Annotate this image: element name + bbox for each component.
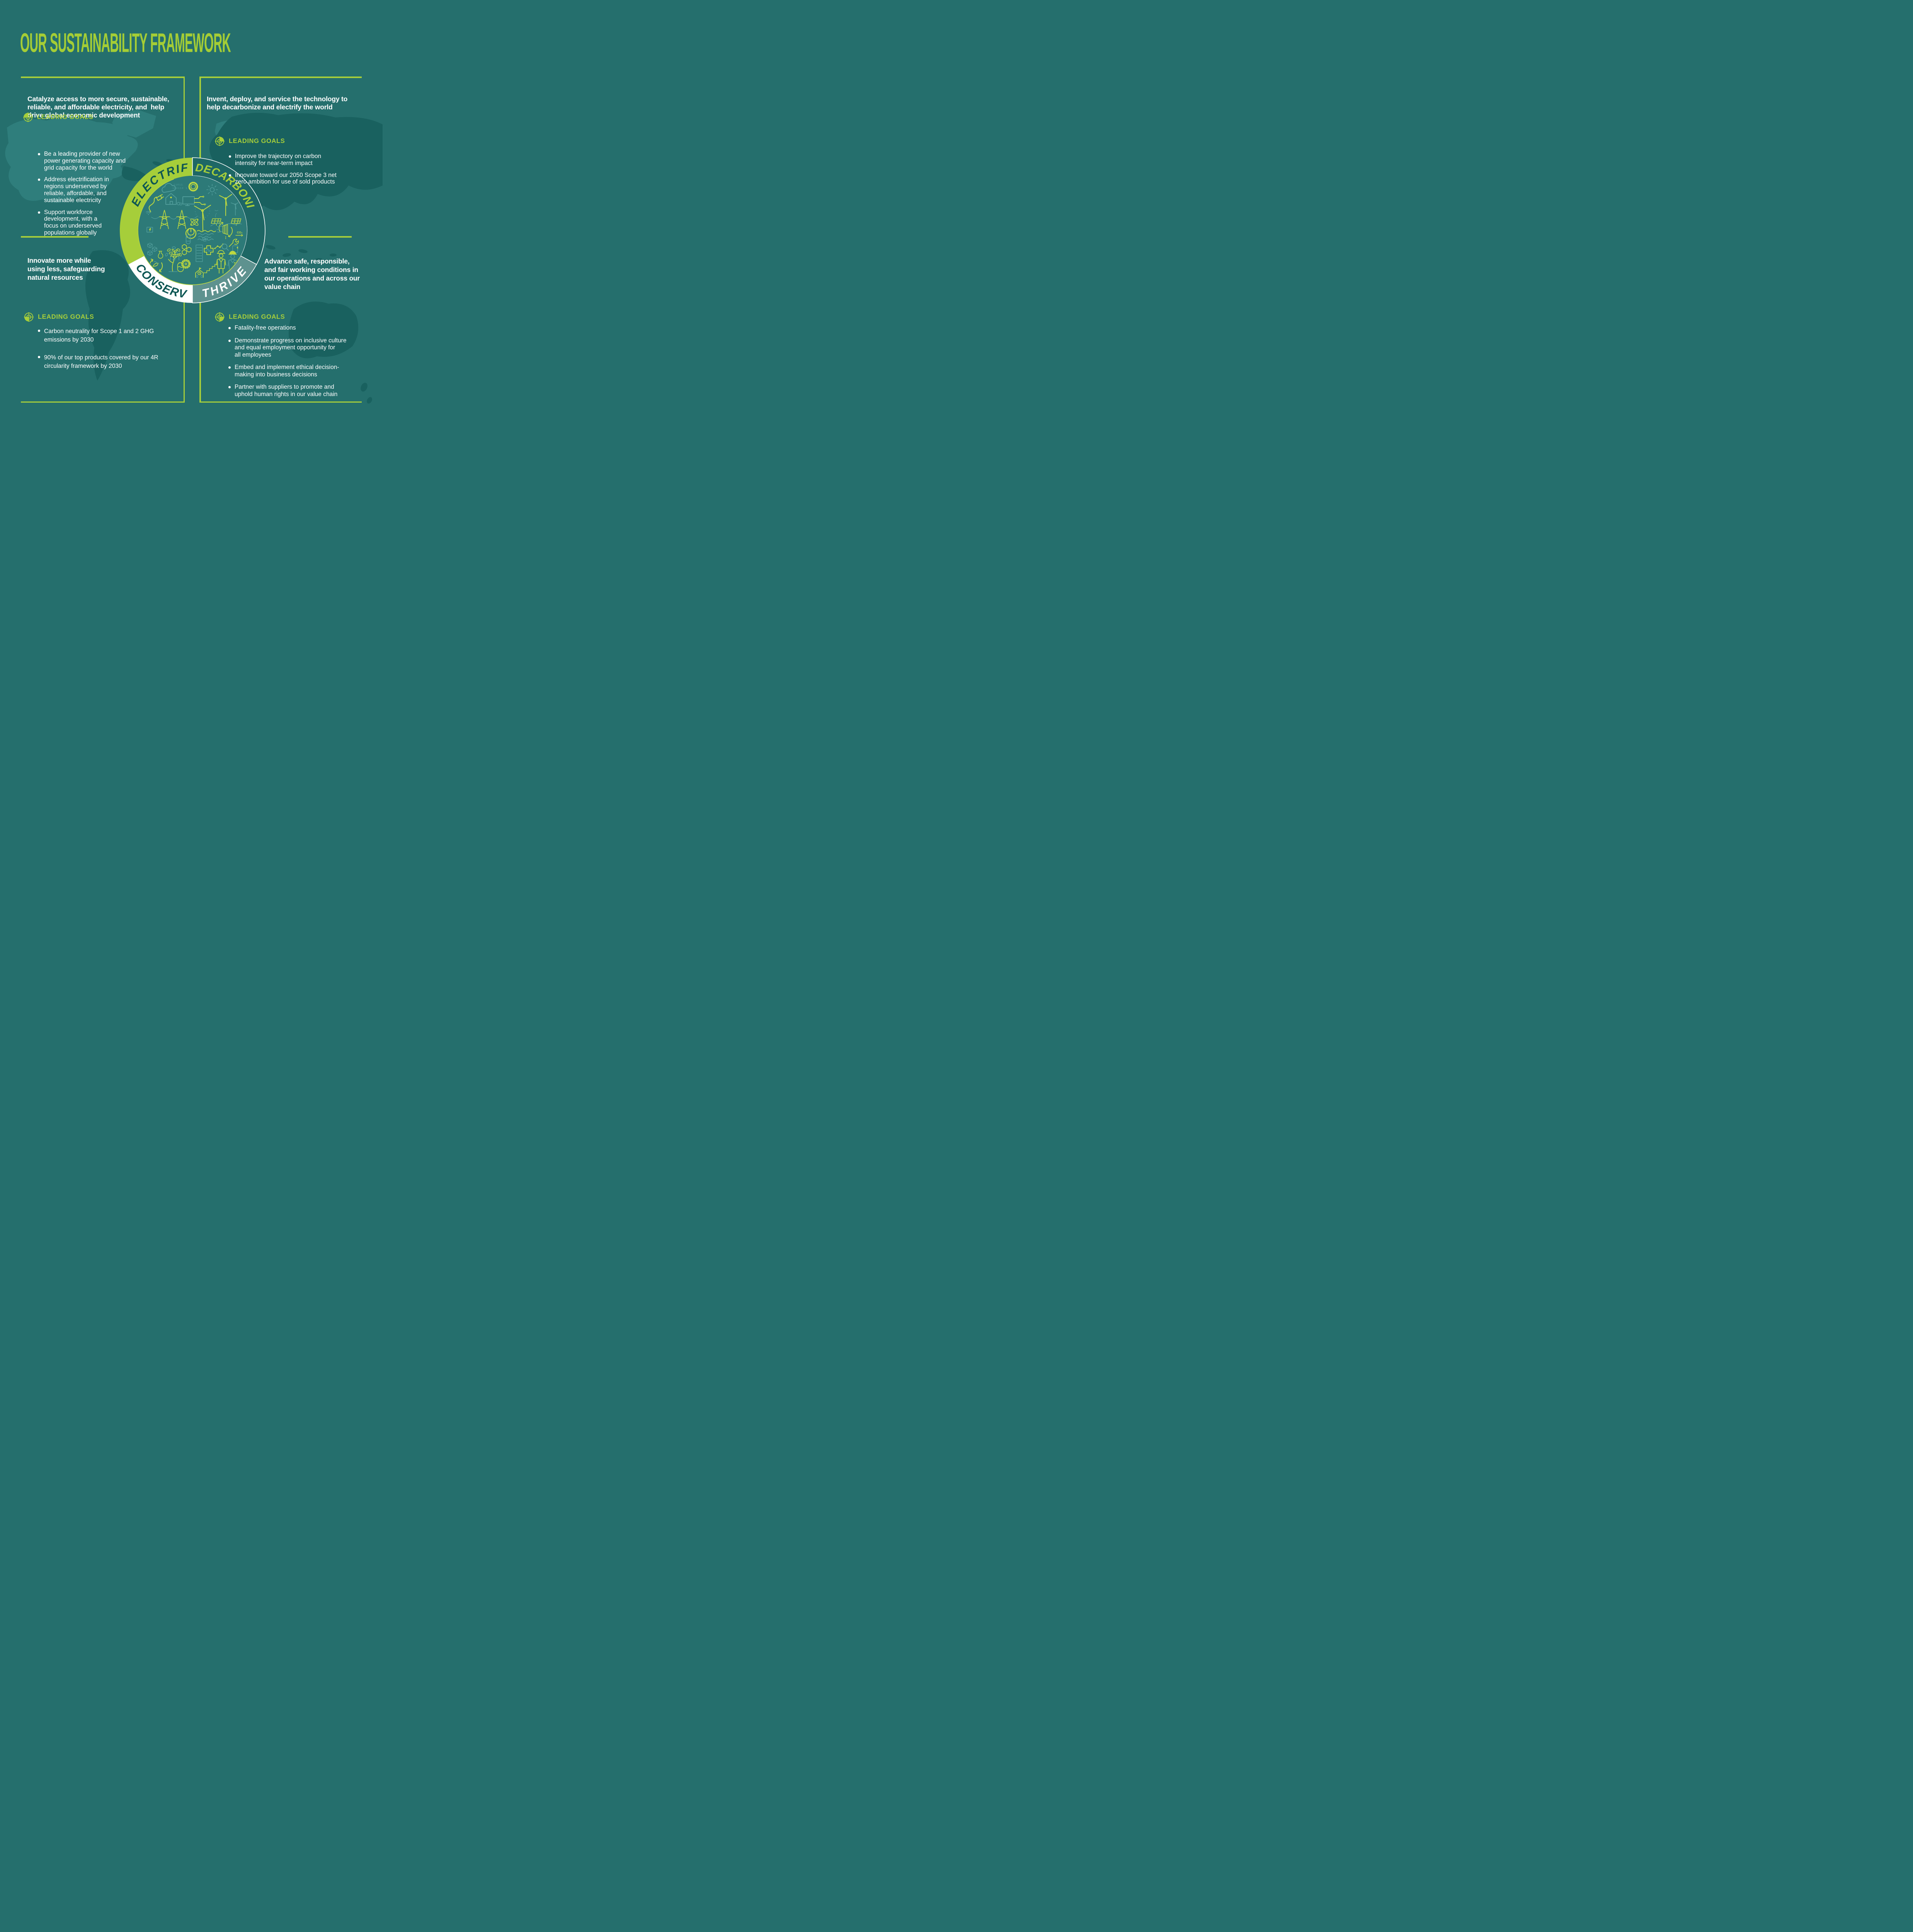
frame-bottomright-left	[199, 302, 201, 403]
conserve-goal-list: Carbon neutrality for Scope 1 and 2 GHG …	[38, 327, 169, 371]
ring-segment-electrify	[119, 158, 192, 265]
beaker-icon	[158, 251, 163, 259]
target-icon	[24, 312, 34, 322]
svg-text:100110 1: 100110 1	[172, 187, 187, 190]
goal-bullet: Partner with suppliers to promote and up…	[228, 384, 352, 398]
sustainability-ring-diagram: 11011 100110 1	[0, 0, 266, 303]
leading-goals-label: LEADING GOALS	[38, 313, 94, 320]
cubes-icon	[147, 243, 157, 256]
hydro-turbine-icon	[216, 222, 233, 240]
frame-mid-right	[288, 236, 352, 238]
house-icon	[165, 193, 182, 206]
goal-bullet: Improve the trajectory on carbon intensi…	[229, 153, 349, 167]
sun-icon	[206, 184, 218, 196]
goal-bullet: Embed and implement ethical decision- ma…	[228, 364, 352, 378]
target-icon	[215, 312, 225, 322]
medical-cross-icon	[204, 245, 214, 255]
leading-goals-label: LEADING GOALS	[229, 313, 285, 320]
frame-topright-left	[199, 77, 201, 158]
hexagons-icon	[182, 244, 192, 255]
frame-mid-left	[21, 236, 89, 238]
frame-topleft-right	[183, 77, 185, 158]
school-clock-icon	[195, 267, 204, 278]
atom-icon	[190, 218, 199, 226]
map-australia	[288, 301, 359, 359]
big-building-icon	[196, 238, 208, 262]
thrive-leading-goals: LEADING GOALS	[215, 312, 285, 322]
conserve-leading-goals: LEADING GOALS	[24, 312, 94, 322]
decarbonize-goal-list: Improve the trajectory on carbon intensi…	[229, 153, 349, 185]
map-north-america	[5, 117, 138, 203]
signal-icon	[146, 211, 151, 214]
storage-jar-icon	[177, 262, 184, 272]
frame-bottomleft-bottom	[21, 401, 185, 403]
target-icon	[215, 136, 225, 146]
power-plug-icon	[148, 194, 164, 213]
decarbonize-heading: Invent, deploy, and service the technolo…	[207, 95, 348, 111]
goal-bullet: Support workforce development, with a fo…	[38, 209, 138, 236]
page-title: OUR SUSTAINABILITY FRAMEWORK	[20, 27, 231, 58]
electrify-heading: Catalyze access to more secure, sustaina…	[27, 95, 169, 119]
cloud-icon	[162, 183, 176, 193]
map-south-america	[85, 250, 130, 381]
map-asia	[209, 112, 383, 211]
svg-text:CO₂: CO₂	[237, 231, 243, 234]
wrench-icon	[229, 238, 239, 247]
frame-bottomright-bottom	[199, 401, 362, 403]
electrify-leading-goals: LEADING GOALS	[23, 112, 93, 122]
leading-goals-label: LEADING GOALS	[229, 138, 285, 145]
frame-bottomleft-right	[183, 302, 185, 403]
binary-code-icon: 11011 100110 1	[172, 184, 187, 190]
svg-text:11011: 11011	[174, 184, 183, 186]
map-central-america	[122, 166, 148, 181]
goal-bullet: Address electrification in regions under…	[38, 176, 138, 204]
stairs-icon	[204, 264, 218, 273]
computer-circuit-icon	[182, 196, 206, 206]
battery-barrel-icon	[186, 235, 191, 244]
water-waves-icon	[197, 230, 216, 241]
transmission-towers-icon	[151, 210, 197, 229]
goal-bullet: Fatality-free operations	[228, 325, 352, 332]
conserve-heading: Innovate more while using less, safeguar…	[27, 257, 105, 281]
power-button-icon	[185, 228, 197, 239]
electrify-goal-list: Be a leading provider of new power gener…	[38, 151, 138, 236]
trend-chart-magnifier-icon	[214, 243, 229, 251]
frame-topright-top	[199, 77, 362, 78]
leading-goals-label: LEADING GOALS	[37, 114, 94, 121]
target-icon	[23, 112, 33, 122]
goal-bullet: 90% of our top products covered by our 4…	[38, 354, 169, 371]
world-map	[5, 110, 383, 404]
bricks-icon	[202, 238, 208, 242]
decarbonize-leading-goals: LEADING GOALS	[215, 136, 285, 146]
solar-factory-icon	[170, 249, 180, 260]
ring-segment-conserve	[128, 256, 192, 303]
goal-bullet: Carbon neutrality for Scope 1 and 2 GHG …	[38, 327, 169, 344]
thrive-heading: Advance safe, responsible, and fair work…	[264, 257, 360, 291]
goal-bullet: Demonstrate progress on inclusive cultur…	[228, 337, 352, 359]
turbine-rotor-icon	[188, 182, 198, 192]
infographic-page: OUR SUSTAINABILITY FRAMEWORK 11011	[0, 0, 383, 498]
goal-bullet: Innovate toward our 2050 Scope 3 net zer…	[229, 172, 349, 186]
goal-bullet: Be a leading provider of new power gener…	[38, 151, 138, 171]
power-box-icon	[146, 211, 153, 233]
inner-circle-lime-edge	[138, 179, 240, 285]
map-greenland	[112, 110, 156, 138]
frame-topleft-top	[21, 77, 185, 78]
wind-turbines-icon	[194, 194, 240, 231]
co2-capture-icon: CO₂	[235, 231, 243, 237]
thrive-goal-list: Fatality-free operations Demonstrate pro…	[228, 325, 352, 398]
inner-illustration-circle	[138, 176, 247, 285]
solar-panels-icon	[210, 218, 242, 226]
